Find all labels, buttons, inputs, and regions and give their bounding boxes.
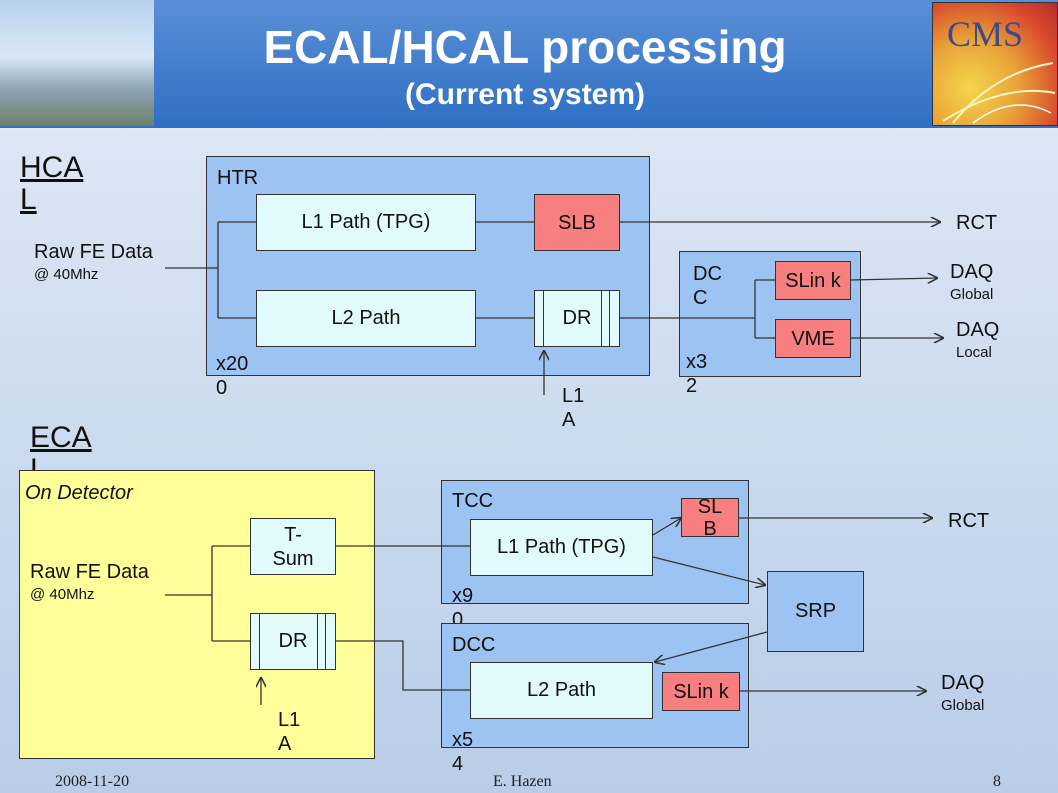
hcal-daq-global-sub: Global [950, 286, 994, 303]
hcal-slink-box: SLin k [775, 261, 851, 300]
ecal-dr-to-l2-wire [336, 640, 470, 691]
ecal-srp-to-l2-arrow [655, 631, 768, 662]
footer-page-number: 8 [993, 773, 1001, 790]
ecal-daq-global-sub: Global [941, 697, 985, 714]
ecal-tsum-box: T- Sum [250, 518, 336, 575]
ecal-dr-box: DR [250, 613, 336, 670]
ecal-slb-box: SL B [681, 496, 739, 540]
ecal-l1-to-srp-arrow [652, 556, 765, 585]
hcal-rct-label: RCT [956, 212, 998, 234]
footer-author: E. Hazen [493, 773, 552, 790]
ecal-raw-fe-rate: @ 40Mhz [30, 586, 95, 603]
hcal-raw-fe-rate: @ 40Mhz [34, 266, 99, 283]
tcc-count: x9 0 [452, 585, 474, 631]
slide-subtitle: (Current system) [404, 78, 646, 111]
cms-logo-text: CMS [947, 14, 1024, 54]
slide-title: ECAL/HCAL processing [263, 21, 787, 73]
hcal-l1-path-box: L1 Path (TPG) [256, 194, 476, 251]
srp-box: SRP [767, 571, 864, 652]
hcal-l2-path-box: L2 Path [256, 290, 476, 347]
hcal-dr-box: DR [534, 290, 620, 347]
hcal-dr-label: DR [562, 307, 592, 329]
tcc-label: TCC [452, 490, 494, 512]
ecal-l1-path-box: L1 Path (TPG) [470, 519, 653, 576]
slide-header: ECAL/HCAL processing (Current system) CM… [0, 0, 1058, 128]
hcal-slink-to-daq-arrow [850, 278, 937, 280]
hcal-vme-box: VME [775, 319, 851, 358]
htr-count: x20 0 [216, 353, 249, 399]
ecal-rct-label: RCT [948, 510, 990, 532]
ecal-l1a-label: L1 A [278, 709, 301, 755]
hcal-section-label: HCA L [20, 151, 84, 216]
building-flags-photo [0, 0, 154, 126]
ecal-daq-global-label: DAQ [941, 672, 985, 694]
ecal-slink-box: SLin k [662, 672, 740, 711]
cms-logo: CMS [932, 2, 1058, 126]
hcal-l1a-label: L1 A [562, 385, 585, 431]
hcal-daq-local-sub: Local [956, 344, 992, 361]
ecal-dcc-count: x5 4 [452, 729, 474, 775]
ecal-dcc-label: DCC [452, 634, 496, 656]
ecal-raw-fe-label: Raw FE Data [30, 561, 149, 583]
hcal-dcc-label: DC C [693, 263, 722, 309]
ecal-l1-to-slb-arrow [652, 518, 681, 536]
ecal-dr-label: DR [278, 630, 308, 652]
hcal-daq-local-label: DAQ [956, 319, 1000, 341]
cms-logo-tracks [942, 62, 1056, 124]
on-detector-label: On Detector [25, 482, 133, 504]
hcal-dcc-count: x3 2 [686, 351, 708, 397]
ecal-l2-path-box: L2 Path [470, 662, 653, 719]
hcal-slb-box: SLB [534, 194, 620, 251]
htr-label: HTR [217, 167, 259, 189]
footer-date: 2008-11-20 [55, 773, 130, 790]
hcal-raw-fe-label: Raw FE Data [34, 241, 153, 263]
ecal-section-label: ECA L [30, 421, 92, 486]
hcal-daq-global-label: DAQ [950, 261, 994, 283]
